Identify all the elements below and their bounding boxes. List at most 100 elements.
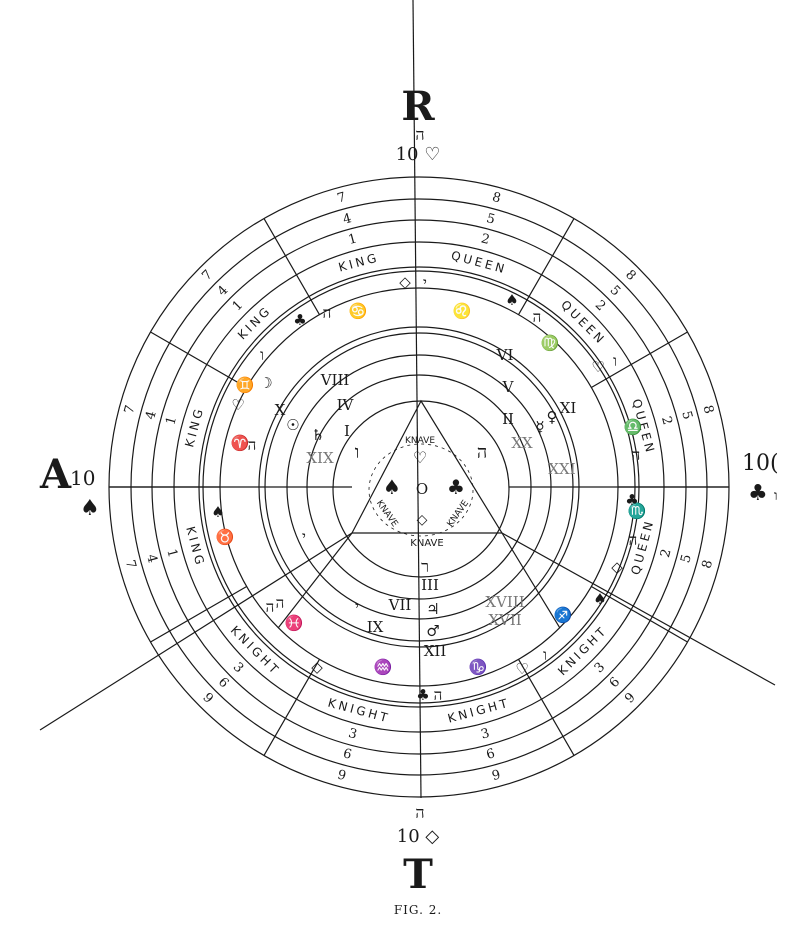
sector-divider xyxy=(263,659,321,756)
right-hebrew: ו xyxy=(774,488,778,504)
hebrew-letter: ה xyxy=(434,686,443,704)
suit-icon: ◇ xyxy=(399,273,411,291)
heart-icon: ♡ xyxy=(413,448,427,467)
right-ten-label: 10( xyxy=(742,451,779,476)
roman-numeral: XX xyxy=(511,434,533,452)
sector-number: 2 xyxy=(658,547,675,559)
center-zero: O xyxy=(416,480,428,498)
hebrew-letter: ה xyxy=(533,308,542,326)
sector-number: 3 xyxy=(347,726,359,743)
zodiac-sign-icon: ♏ xyxy=(628,502,647,520)
roman-numeral: IV xyxy=(337,396,355,414)
zodiac-sign-icon: ♓ xyxy=(285,614,304,632)
sector-number: 7 xyxy=(122,558,139,570)
zodiac-sign-icon: ♍ xyxy=(541,334,560,352)
sector-number: 4 xyxy=(341,211,353,228)
hebrew-letter: ה xyxy=(323,304,332,322)
sector-number: 3 xyxy=(479,726,491,743)
hebrew-letter: ה xyxy=(248,436,257,454)
sector-number: 6 xyxy=(341,746,353,763)
hebrew-letter: ה xyxy=(276,594,285,612)
sector-number: 3 xyxy=(230,660,246,676)
knave-bottom: KNAVE xyxy=(410,538,443,549)
knave-right: KNAVE xyxy=(446,498,472,529)
roman-numeral: III xyxy=(421,576,439,594)
zodiac-sign-icon: ♐ xyxy=(554,606,573,624)
roman-numeral: IX xyxy=(367,618,384,636)
sector-number: 9 xyxy=(622,690,638,706)
spade-icon: ♠ xyxy=(383,475,401,499)
sector-number: 4 xyxy=(143,553,160,565)
sector-number: 1 xyxy=(347,231,359,248)
hebrew-letter: י xyxy=(355,598,359,616)
suit-icon: ♣ xyxy=(293,311,306,329)
sector-number: 8 xyxy=(699,404,716,416)
planet-icon: ♂ xyxy=(426,622,439,640)
sector-number: 4 xyxy=(215,283,231,299)
sector-number: 1 xyxy=(163,547,180,559)
sector-divider xyxy=(517,659,575,756)
sector-number: 9 xyxy=(199,690,215,706)
sector-number: 2 xyxy=(592,298,608,314)
sector-number: 7 xyxy=(122,404,139,416)
suit-icon: ♠ xyxy=(505,291,518,309)
planet-icon: ☽ xyxy=(259,374,272,392)
diamond-icon: ◇ xyxy=(417,512,428,528)
zodiac-sign-icon: ♑ xyxy=(469,658,488,676)
lower-right-axis xyxy=(501,532,776,686)
roman-numeral: XI xyxy=(560,399,577,417)
suit-icon: ♣ xyxy=(416,686,429,704)
zodiac-sign-icon: ♒ xyxy=(374,658,393,676)
hebrew-letter: ו xyxy=(543,646,547,664)
top-ten-heart: 10 ♡ xyxy=(396,144,441,165)
suit-icon: ♠ xyxy=(211,503,224,521)
sector-number: 8 xyxy=(699,558,716,570)
roman-numeral: I xyxy=(344,422,350,440)
dashed-circle xyxy=(368,443,474,537)
planet-icon: ♄ xyxy=(311,426,324,444)
left-spade-icon: ♠ xyxy=(80,496,100,521)
roman-numeral: XVII xyxy=(488,611,521,629)
hebrew-letter: ה xyxy=(629,531,638,549)
sector-number: 8 xyxy=(622,267,638,283)
sector-number: 6 xyxy=(607,675,623,691)
hebrew-vav-left: ו xyxy=(355,442,360,463)
sector-divider xyxy=(150,585,247,643)
roman-numeral: XIX xyxy=(306,449,334,467)
sector-number: 6 xyxy=(485,746,497,763)
sector-number: 9 xyxy=(490,767,502,784)
hebrew-he-right: ה xyxy=(477,442,487,463)
club-icon: ♣ xyxy=(447,475,465,499)
sector-divider xyxy=(150,331,247,389)
roman-numeral: XII xyxy=(424,642,447,660)
court-card-label: QUEEN xyxy=(450,248,509,276)
center-triangle xyxy=(351,399,504,534)
knave-top: KNAVE xyxy=(405,436,435,446)
suit-icon: ♣ xyxy=(625,491,638,509)
suit-icon: ♡ xyxy=(515,660,528,678)
sector-number: 8 xyxy=(490,190,502,207)
bottom-ten-diamond: 10 ◇ xyxy=(397,826,440,847)
bottom-letter-t: T xyxy=(403,851,433,898)
top-letter-r: R xyxy=(401,83,435,130)
roman-numeral: X xyxy=(275,401,286,419)
sector-divider xyxy=(591,585,688,643)
right-club-icon: ♣ xyxy=(748,481,768,506)
left-number: 10 xyxy=(70,466,95,490)
hebrew-letter: י xyxy=(302,528,306,546)
hebrew-letter: י xyxy=(423,274,427,292)
sector-number: 7 xyxy=(199,267,215,283)
planet-icon: ☉ xyxy=(286,416,299,434)
suit-icon: ♡ xyxy=(591,358,604,376)
suit-icon: ♠ xyxy=(593,590,606,608)
vertical-axis xyxy=(412,0,422,799)
planet-icon: ♀ xyxy=(547,408,558,426)
suit-icon: ◇ xyxy=(311,658,323,676)
hebrew-letter: ה xyxy=(266,598,275,616)
roman-numeral: VI xyxy=(496,346,514,364)
sector-number: 5 xyxy=(607,283,623,299)
sector-divider xyxy=(263,218,321,315)
hebrew-letter: ו xyxy=(613,352,617,370)
sector-number: 6 xyxy=(215,675,231,691)
